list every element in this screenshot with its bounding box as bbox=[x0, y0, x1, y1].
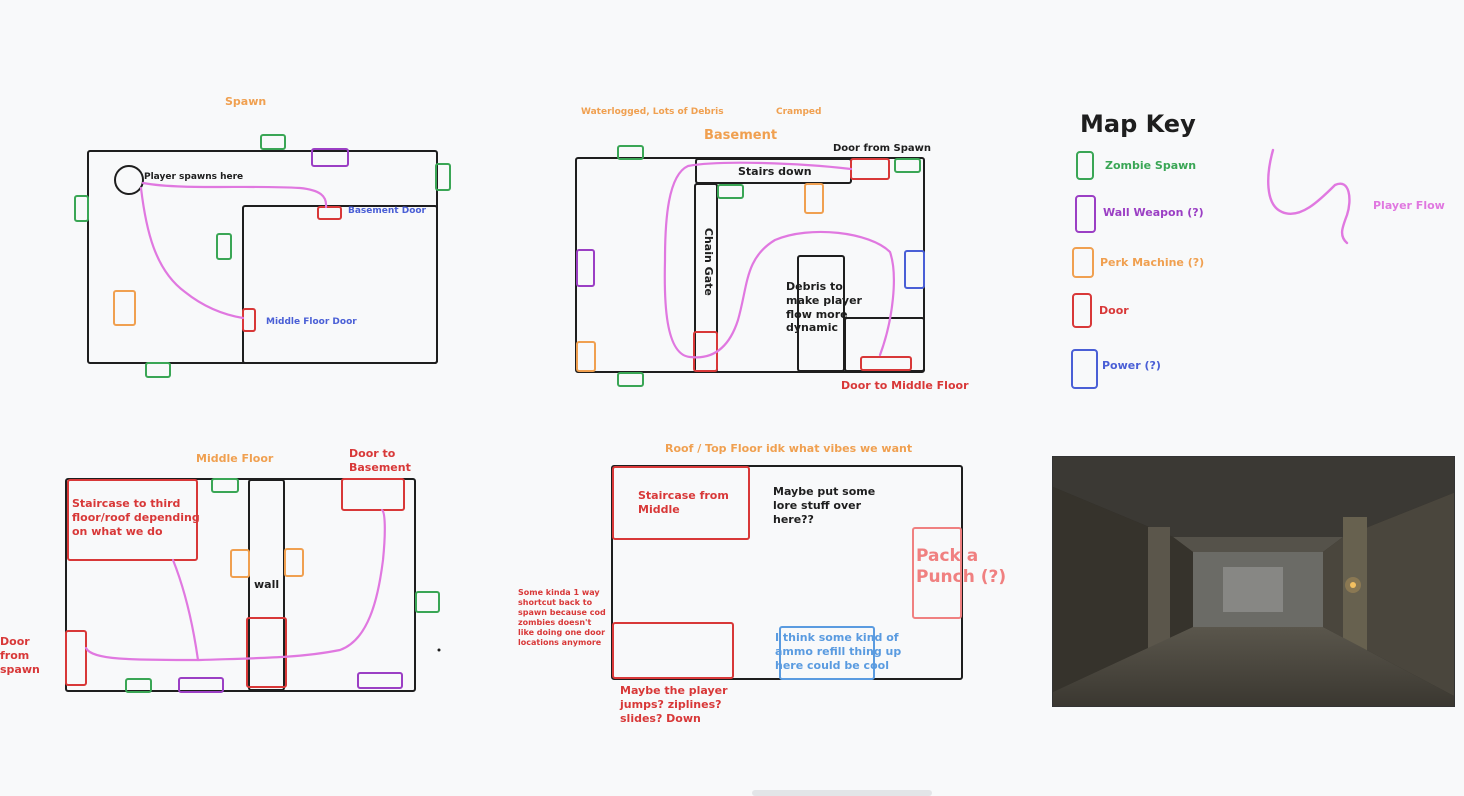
zombie-spawn-marker bbox=[717, 184, 744, 199]
wall-weapon-marker bbox=[576, 249, 595, 287]
wall-weapon-marker bbox=[178, 677, 224, 693]
door-to-basement-marker bbox=[341, 478, 405, 511]
key-door-label: Door bbox=[1099, 304, 1129, 317]
key-perk-machine-label: Perk Machine (?) bbox=[1100, 256, 1205, 269]
middle-wall-door-marker bbox=[246, 617, 287, 688]
middle-floorplan[interactable] bbox=[65, 478, 441, 693]
key-door-swatch bbox=[1072, 293, 1092, 328]
ammo-refill-note: I think some kind of ammo refill thing u… bbox=[775, 631, 902, 672]
staircase-box bbox=[67, 479, 198, 561]
key-power-label: Power (?) bbox=[1102, 359, 1161, 372]
zombie-spawn-marker bbox=[125, 678, 152, 693]
key-perk-machine-swatch bbox=[1072, 247, 1094, 278]
horizontal-scrollbar[interactable] bbox=[752, 790, 932, 796]
shortcut-note: Some kinda 1 way shortcut back to spawn … bbox=[518, 588, 606, 647]
pack-a-punch-box bbox=[912, 527, 962, 619]
staircase-from-middle-box bbox=[612, 466, 750, 540]
key-player-flow-swatch bbox=[1267, 148, 1351, 245]
door-from-spawn-middle-label: Door from spawn bbox=[0, 635, 40, 676]
key-zombie-spawn-label: Zombie Spawn bbox=[1105, 159, 1197, 172]
door-from-spawn-marker bbox=[65, 630, 87, 686]
zombie-spawn-marker bbox=[216, 233, 232, 260]
key-wall-weapon-swatch bbox=[1075, 195, 1096, 233]
door-to-middle-floor-marker bbox=[860, 356, 912, 371]
pack-a-punch-label: Pack a Punch (?) bbox=[916, 546, 1007, 588]
player-flow-path bbox=[139, 186, 245, 320]
door-to-basement-label: Door to Basement bbox=[349, 447, 411, 474]
reference-photo[interactable] bbox=[1052, 456, 1455, 707]
waterlogged-note: Waterlogged, Lots of Debris bbox=[581, 107, 724, 117]
map-key-title: Map Key bbox=[1080, 110, 1196, 138]
middle-floor-title: Middle Floor bbox=[196, 452, 274, 465]
jumps-note: Maybe the player jumps? ziplines? slides… bbox=[620, 684, 728, 725]
debris-pillar bbox=[797, 255, 845, 372]
wall-label: wall bbox=[254, 578, 280, 591]
lore-note: Maybe put some lore stuff over here?? bbox=[773, 485, 876, 526]
wall-weapon-marker bbox=[357, 672, 403, 689]
stray-dot bbox=[437, 648, 441, 652]
middle-floor-door-label: Middle Floor Door bbox=[266, 317, 357, 327]
shortcut-box bbox=[612, 622, 734, 679]
zombie-spawn-marker bbox=[211, 478, 239, 493]
basement-door-marker bbox=[317, 206, 342, 220]
door-to-middle-label: Door to Middle Floor bbox=[841, 379, 969, 392]
chain-gate-label: Chain Gate bbox=[701, 227, 715, 296]
basement-title: Basement bbox=[704, 128, 778, 143]
power-marker bbox=[904, 250, 925, 289]
chain-gate-door-marker bbox=[693, 331, 718, 372]
staircase-from-middle-label: Staircase from Middle bbox=[638, 489, 729, 516]
zombie-spawn-marker bbox=[617, 372, 644, 387]
perk-machine-marker bbox=[576, 341, 596, 372]
player-flow-path bbox=[84, 508, 386, 662]
player-flow-path bbox=[171, 558, 200, 662]
map-key-legend bbox=[1071, 148, 1351, 389]
middle-wall-column bbox=[248, 479, 285, 691]
zombie-spawn-marker bbox=[260, 134, 286, 150]
player-spawns-label: Player spawns here bbox=[144, 172, 244, 182]
reference-photo-basement-corridor-icon bbox=[1053, 457, 1454, 706]
key-zombie-spawn-swatch bbox=[1076, 151, 1094, 180]
zombie-spawn-marker bbox=[415, 591, 440, 613]
zombie-spawn-marker bbox=[894, 158, 921, 173]
player-spawn-marker bbox=[114, 165, 144, 195]
perk-machine-marker bbox=[284, 548, 304, 577]
stairs-down-label: Stairs down bbox=[738, 165, 812, 178]
player-flow-path bbox=[141, 181, 328, 209]
zombie-spawn-marker bbox=[145, 362, 171, 378]
key-wall-weapon-label: Wall Weapon (?) bbox=[1103, 206, 1204, 219]
roof-floorplan[interactable] bbox=[611, 465, 963, 680]
door-from-spawn-marker bbox=[850, 158, 890, 180]
spawn-inner-room-wall bbox=[242, 205, 438, 364]
middle-outer-wall bbox=[65, 478, 416, 692]
key-power-swatch bbox=[1071, 349, 1098, 389]
zombie-spawn-marker bbox=[435, 163, 451, 191]
middle-floor-door-marker bbox=[242, 308, 256, 332]
basement-door-label: Basement Door bbox=[348, 206, 426, 216]
roof-title: Roof / Top Floor idk what vibes we want bbox=[665, 442, 913, 455]
door-from-spawn-label: Door from Spawn bbox=[833, 143, 931, 154]
zombie-spawn-marker bbox=[617, 145, 644, 160]
spawn-floorplan[interactable] bbox=[74, 134, 451, 378]
debris-note: Debris to make player flow more dynamic bbox=[786, 280, 862, 335]
wall-weapon-marker bbox=[311, 148, 349, 167]
basement-outer-wall bbox=[575, 157, 925, 373]
player-flow-path bbox=[663, 161, 895, 359]
ammo-refill-box bbox=[779, 626, 875, 680]
staircase-label: Staircase to third floor/roof depending … bbox=[72, 497, 200, 538]
basement-floorplan[interactable] bbox=[575, 145, 925, 387]
spawn-title: Spawn bbox=[225, 95, 267, 108]
key-player-flow-label: Player Flow bbox=[1373, 199, 1445, 212]
perk-machine-marker bbox=[113, 290, 136, 326]
spawn-outer-wall bbox=[87, 150, 438, 364]
perk-machine-marker bbox=[804, 183, 824, 214]
perk-machine-marker bbox=[230, 549, 250, 578]
cramped-note: Cramped bbox=[776, 107, 822, 117]
zombie-spawn-marker bbox=[74, 195, 89, 222]
